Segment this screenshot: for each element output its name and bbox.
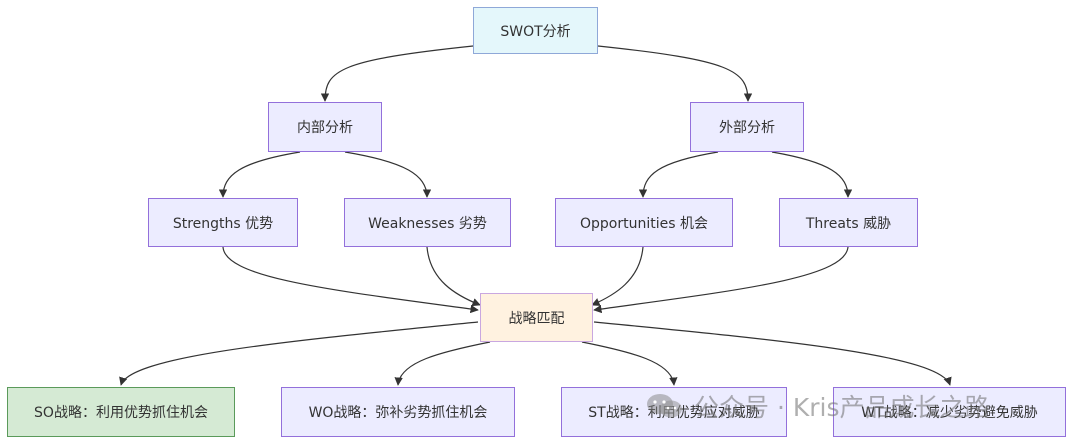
node-threats[interactable]: Threats 威胁 bbox=[779, 198, 918, 247]
node-st-strategy-label: ST战略：利用优势应对威胁 bbox=[588, 405, 760, 421]
edge-external-opportunities bbox=[638, 151, 719, 198]
node-opportunities[interactable]: Opportunities 机会 bbox=[555, 198, 733, 247]
node-internal-analysis[interactable]: 内部分析 bbox=[268, 102, 382, 152]
node-opportunities-label: Opportunities 机会 bbox=[580, 215, 708, 232]
edge-matching-st bbox=[581, 341, 678, 386]
edge-threats-matching bbox=[593, 246, 849, 314]
node-threats-label: Threats 威胁 bbox=[805, 215, 892, 232]
node-wo-strategy-label: WO战略：弥补劣势抓住机会 bbox=[308, 405, 488, 421]
node-external-analysis-label: 外部分析 bbox=[719, 120, 775, 136]
edge-opportunities-matching bbox=[591, 246, 644, 306]
node-strengths[interactable]: Strengths 优势 bbox=[148, 198, 298, 247]
node-strategy-matching-label: 战略匹配 bbox=[508, 310, 565, 327]
node-weaknesses-label: Weaknesses 劣势 bbox=[368, 215, 487, 232]
edge-internal-strengths bbox=[218, 151, 301, 198]
edge-weaknesses-matching bbox=[426, 246, 481, 307]
node-wo-strategy[interactable]: WO战略：弥补劣势抓住机会 bbox=[281, 387, 515, 437]
node-so-strategy-label: SO战略：利用优势抓住机会 bbox=[34, 405, 208, 421]
node-wt-strategy[interactable]: WT战略：减少劣势避免威胁 bbox=[833, 387, 1066, 437]
edge-internal-weaknesses bbox=[344, 151, 432, 198]
edge-root-internal bbox=[320, 45, 474, 102]
node-internal-analysis-label: 内部分析 bbox=[297, 120, 353, 136]
node-so-strategy[interactable]: SO战略：利用优势抓住机会 bbox=[7, 387, 235, 437]
edge-strengths-matching bbox=[222, 246, 479, 314]
node-weaknesses[interactable]: Weaknesses 劣势 bbox=[344, 198, 511, 247]
edge-matching-so bbox=[119, 321, 479, 386]
node-strengths-label: Strengths 优势 bbox=[172, 215, 274, 232]
node-strategy-matching[interactable]: 战略匹配 bbox=[480, 293, 593, 342]
node-st-strategy[interactable]: ST战略：利用优势应对威胁 bbox=[561, 387, 787, 437]
edge-matching-wo bbox=[394, 341, 491, 386]
edge-external-threats bbox=[771, 151, 853, 198]
edge-matching-wt bbox=[593, 321, 952, 386]
node-swot-analysis-label: SWOT分析 bbox=[500, 23, 571, 40]
node-swot-analysis[interactable]: SWOT分析 bbox=[473, 7, 598, 54]
node-wt-strategy-label: WT战略：减少劣势避免威胁 bbox=[861, 405, 1038, 421]
edge-root-external bbox=[597, 45, 753, 102]
node-external-analysis[interactable]: 外部分析 bbox=[690, 102, 804, 152]
